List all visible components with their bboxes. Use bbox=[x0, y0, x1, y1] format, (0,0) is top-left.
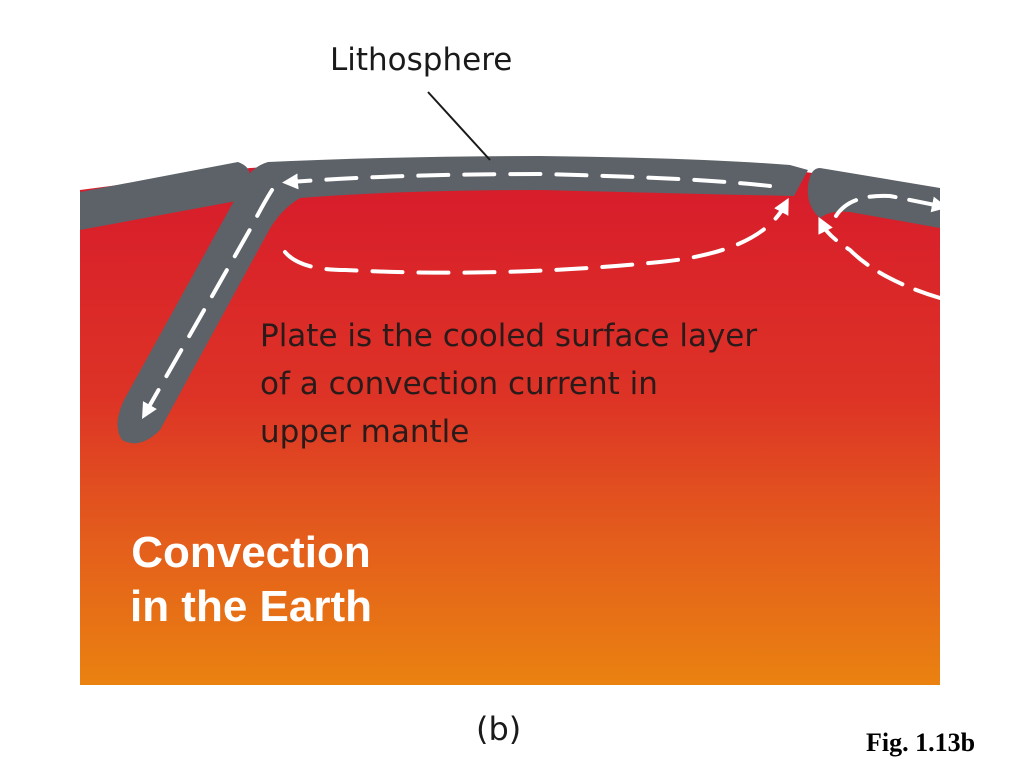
left-plate-segment bbox=[80, 162, 250, 230]
mantle-block bbox=[80, 161, 940, 686]
title-line: Convection bbox=[131, 528, 371, 577]
lithosphere-leader-line bbox=[427, 91, 491, 161]
caption-line: Plate is the cooled surface layer bbox=[260, 318, 758, 354]
return-flow-arrow bbox=[283, 197, 789, 275]
right-cell-top-arrow bbox=[834, 193, 948, 218]
caption-line: of a convection current in bbox=[260, 366, 658, 402]
subducting-plate bbox=[117, 156, 809, 444]
figure-label: Fig. 1.13b bbox=[866, 728, 976, 757]
top-flow-arrow bbox=[282, 171, 772, 190]
plate-caption: Plate is the cooled surface layer of a c… bbox=[260, 312, 900, 456]
caption-line: upper mantle bbox=[260, 414, 470, 450]
right-cell-lower-arrow bbox=[818, 216, 942, 300]
title-line: in the Earth bbox=[129, 582, 373, 631]
panel-label: (b) bbox=[476, 710, 522, 748]
lithosphere-label: Lithosphere bbox=[330, 42, 513, 78]
descending-flow-arrow bbox=[142, 188, 274, 419]
convection-title: Convection in the Earth bbox=[96, 526, 406, 634]
